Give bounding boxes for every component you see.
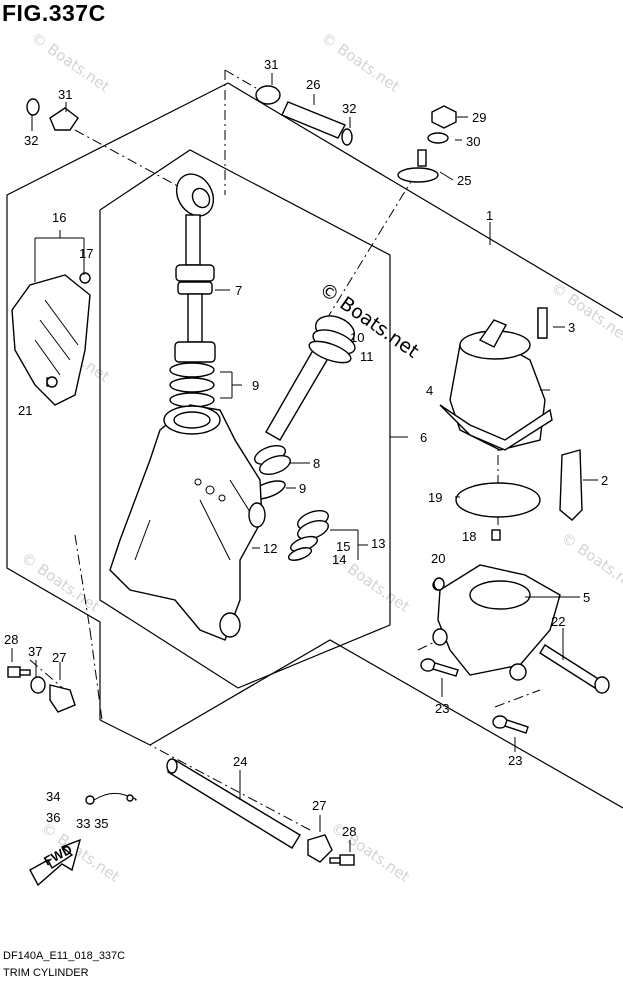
callout-22: 22	[551, 614, 565, 629]
callout-10: 10	[350, 330, 364, 345]
callout-11: 11	[360, 349, 374, 364]
figure-caption: TRIM CYLINDER	[3, 967, 89, 979]
part-16-cover	[11, 272, 91, 406]
part-20-o-ring	[433, 577, 445, 591]
part-21-screw	[46, 376, 58, 388]
part-8-piston	[254, 445, 291, 475]
callout-26: 26	[306, 77, 320, 92]
watermarks: © Boats.net © Boats.net © Boats.net © Bo…	[18, 29, 623, 886]
part-10-tilt-rod	[265, 315, 356, 441]
part-7-piston-rod	[174, 173, 216, 363]
callout-6: 6	[420, 430, 427, 445]
callout-31: 31	[264, 57, 278, 72]
part-29-30-25-fasteners	[397, 105, 457, 183]
callout-19: 19	[428, 490, 442, 505]
callout-27: 27	[52, 650, 66, 665]
callout-33-35: 33 35	[76, 816, 109, 831]
callout-36: 36	[46, 810, 60, 825]
assembly-frame-1	[6, 82, 623, 809]
part-13-seals	[287, 510, 329, 561]
callout-7: 7	[235, 283, 242, 298]
part-33-36-ground-lead	[85, 792, 137, 805]
watermark-text: © Boats.net	[28, 29, 113, 96]
callout-34: 34	[46, 789, 60, 804]
callout-20: 20	[431, 551, 445, 566]
watermark-text: © Boats.net	[548, 279, 623, 346]
callout-2: 2	[601, 473, 608, 488]
callout-25: 25	[457, 173, 471, 188]
callout-3: 3	[568, 320, 575, 335]
part-4-trim-motor	[439, 309, 553, 451]
part-5-reservoir	[432, 564, 561, 681]
callout-30: 30	[466, 134, 480, 149]
part-22-23-bolts	[420, 644, 610, 734]
watermark-text: © Boats.net	[558, 529, 623, 596]
callout-15: 15	[336, 539, 350, 554]
callout-31: 31	[58, 87, 72, 102]
assembly-frame-6	[99, 149, 391, 689]
fwd-arrow-icon: FWD	[29, 838, 82, 887]
callout-21: 21	[18, 403, 32, 418]
part-3-bolt	[537, 307, 548, 339]
part-31-26-32-bushings	[26, 85, 353, 146]
callout-14: 14	[332, 552, 346, 567]
watermark-text: © Boats.net	[318, 29, 403, 96]
callout-28: 28	[4, 632, 18, 647]
callout-27: 27	[312, 798, 326, 813]
callout-13: 13	[371, 536, 385, 551]
part-2-bracket	[559, 449, 583, 521]
callout-32: 32	[24, 133, 38, 148]
callout-labels: 1 2 3 4 5 6 7 8 9 9 10 11 12 13 14 15 16…	[4, 57, 608, 839]
part-24-shaft	[166, 758, 301, 849]
part-12-cylinder-body	[109, 404, 266, 641]
callout-9: 9	[252, 378, 259, 393]
callout-12: 12	[263, 541, 277, 556]
callout-32: 32	[342, 101, 356, 116]
leader-lines	[29, 69, 541, 831]
callout-29: 29	[472, 110, 486, 125]
callout-4: 4	[426, 383, 433, 398]
callout-23: 23	[508, 753, 522, 768]
part-19-o-ring	[455, 482, 541, 541]
figure-code: DF140A_E11_018_337C	[3, 950, 126, 962]
callout-18: 18	[462, 529, 476, 544]
part-27-28-lower-right	[307, 834, 355, 866]
part-28-37-27-lower-left	[7, 666, 76, 713]
figure-title: FIG.337C	[2, 0, 106, 26]
callout-1: 1	[486, 208, 493, 223]
part-9-o-rings	[169, 362, 286, 500]
callout-23: 23	[435, 701, 449, 716]
callout-28: 28	[342, 824, 356, 839]
callout-37: 37	[28, 644, 42, 659]
callout-5: 5	[583, 590, 590, 605]
watermark-text: © Boats.net	[328, 819, 413, 886]
callout-24: 24	[233, 754, 247, 769]
callout-16: 16	[52, 210, 66, 225]
callout-9: 9	[299, 481, 306, 496]
callout-17: 17	[79, 246, 93, 261]
callout-8: 8	[313, 456, 320, 471]
callout-leaders	[11, 73, 598, 852]
